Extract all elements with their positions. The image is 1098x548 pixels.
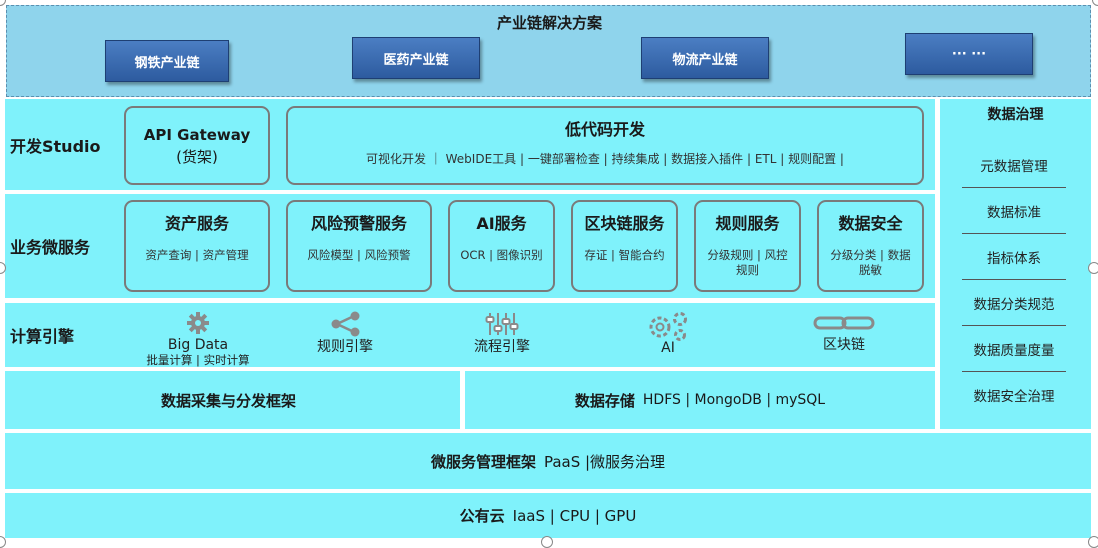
service-title: 资产服务 (164, 214, 229, 233)
governance-item: 数据标准 (962, 188, 1066, 234)
service-desc: 资产查询 | 资产管理 (145, 248, 249, 262)
studio-row (5, 99, 935, 190)
engine-blockchain: 区块链 (779, 303, 909, 367)
service-card-rules: 规则服务 分级规则 | 风控规则 (694, 200, 801, 292)
engine-name: 规则引擎 (317, 339, 373, 355)
collection-title: 数据采集与分发框架 (160, 391, 296, 410)
governance-item: 数据分类规范 (962, 280, 1066, 326)
studio-label: 开发Studio (10, 136, 101, 156)
service-card-blockchain: 区块链服务 存证 | 智能合约 (571, 200, 678, 292)
microservice-row (5, 194, 935, 298)
service-desc: OCR | 图像识别 (460, 248, 543, 262)
service-desc: 分级分类 | 数据脱敏 (830, 248, 911, 277)
storage-block: 数据存储 HDFS | MongoDB | mySQL (465, 371, 935, 429)
service-card-risk: 风险预警服务 风险模型 | 风险预警 (286, 200, 432, 292)
engine-name: 区块链 (823, 337, 865, 353)
selection-handle[interactable] (1088, 262, 1098, 274)
engine-flow: 流程引擎 (437, 303, 567, 367)
chain-button-pharma[interactable]: 医药产业链 (352, 37, 480, 79)
selection-handle[interactable] (541, 536, 553, 548)
api-gateway-title: API Gateway (143, 126, 251, 144)
governance-title: 数据治理 (987, 107, 1044, 123)
engine-bigdata: Big Data 批量计算 | 实时计算 (133, 303, 263, 367)
storage-title: 数据存储 (574, 391, 635, 410)
banner-title: 产业链解决方案 (496, 14, 602, 32)
service-title: 规则服务 (715, 214, 780, 233)
engine-name: 流程引擎 (474, 339, 530, 355)
cloud-band: 公有云 IaaS | CPU | GPU (5, 493, 1091, 538)
governance-column (940, 99, 1091, 429)
chain-button-more[interactable]: ··· ··· (905, 33, 1033, 75)
governance-item: 指标体系 (962, 234, 1066, 280)
share-icon (331, 311, 360, 337)
engine-name: AI (661, 340, 675, 356)
lowcode-title: 低代码开发 (564, 120, 645, 139)
service-card-ai: AI服务 OCR | 图像识别 (448, 200, 555, 292)
selection-handle[interactable] (1088, 536, 1098, 548)
engine-ai: AI (603, 303, 733, 367)
service-title: 区块链服务 (584, 214, 665, 233)
engine-label: 计算引擎 (10, 327, 75, 346)
chain-link-icon (813, 316, 875, 330)
storage-desc: HDFS | MongoDB | mySQL (642, 392, 826, 408)
cloud-title: 公有云 (459, 507, 505, 525)
service-title: 数据安全 (838, 214, 903, 233)
engine-sub: 批量计算 | 实时计算 (146, 353, 250, 367)
collection-block: 数据采集与分发框架 (5, 371, 460, 429)
governance-item: 数据质量度量 (962, 326, 1066, 372)
gear-icon (187, 312, 209, 334)
chain-button-steel[interactable]: 钢铁产业链 (105, 40, 229, 82)
governance-item: 元数据管理 (962, 142, 1066, 188)
api-gateway-subtitle: (货架) (176, 148, 218, 166)
cloud-desc: IaaS | CPU | GPU (512, 506, 637, 525)
service-card-security: 数据安全 分级分类 | 数据脱敏 (817, 200, 924, 292)
micro-mgmt-desc: PaaS |微服务治理 (543, 452, 666, 471)
service-desc: 存证 | 智能合约 (584, 248, 665, 262)
lowcode-desc: 可视化开发 ｜ WebIDE工具 | 一键部署检查 | 持续集成 | 数据接入插… (366, 152, 844, 166)
engine-rules: 规则引擎 (280, 303, 410, 367)
engine-row (5, 303, 935, 367)
service-card-asset: 资产服务 资产查询 | 资产管理 (124, 200, 270, 292)
service-desc: 分级规则 | 风控规则 (707, 248, 788, 277)
micro-mgmt-band: 微服务管理框架 PaaS |微服务治理 (5, 433, 1091, 489)
service-title: 风险预警服务 (310, 214, 407, 233)
sliders-icon (485, 313, 519, 335)
selection-handle[interactable] (1092, 0, 1098, 6)
gears-icon (649, 312, 687, 341)
service-title: AI服务 (476, 214, 527, 233)
microservice-label: 业务微服务 (10, 238, 91, 257)
lowcode-card: 低代码开发 可视化开发 ｜ WebIDE工具 | 一键部署检查 | 持续集成 |… (286, 106, 924, 185)
micro-mgmt-title: 微服务管理框架 (430, 452, 536, 471)
service-desc: 风险模型 | 风险预警 (307, 248, 411, 262)
api-gateway-card: API Gateway (货架) (124, 106, 270, 185)
engine-name: Big Data (167, 337, 229, 353)
chain-button-logistics[interactable]: 物流产业链 (641, 37, 769, 79)
governance-item: 数据安全治理 (973, 389, 1055, 405)
